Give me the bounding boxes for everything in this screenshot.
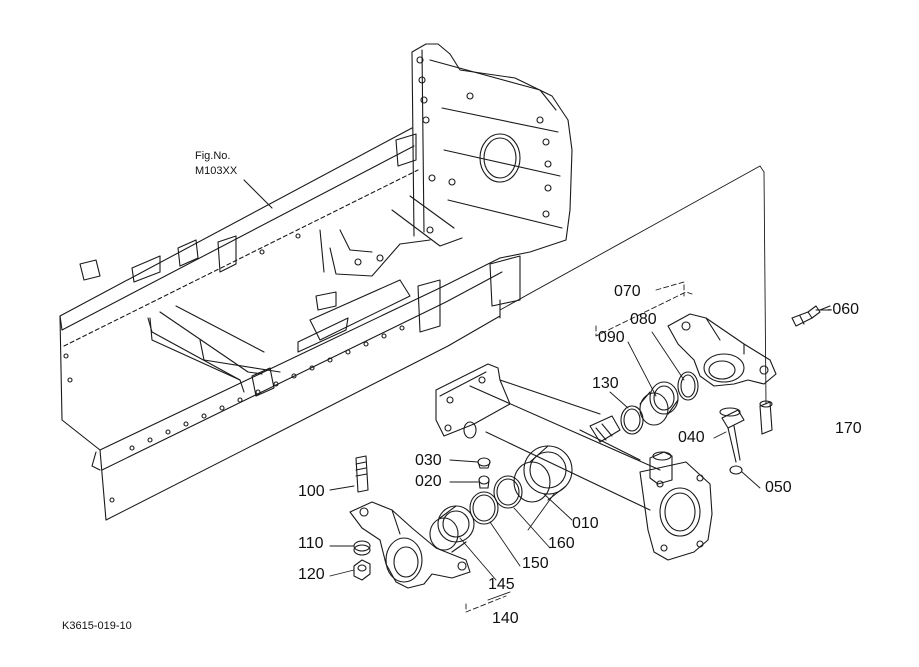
grouping-lines	[465, 165, 767, 613]
part-130-o-ring	[620, 405, 644, 435]
label-part-100: 100	[298, 483, 325, 500]
part-110-washer	[353, 540, 371, 556]
drawing-code: K3615-019-10	[62, 620, 132, 632]
figure-ref-line2: M103XX	[195, 165, 238, 177]
part-010-bushing-left	[513, 445, 573, 503]
part-010-axle-housing	[435, 363, 713, 561]
part-020-plug	[478, 475, 490, 489]
part-040-plug	[719, 407, 745, 463]
label-part-040: 040	[678, 429, 705, 446]
part-140-bracket	[349, 501, 471, 589]
fig-ref-leader	[243, 179, 273, 209]
part-160-o-ring	[493, 475, 523, 509]
label-part-010: 010	[572, 515, 599, 532]
figure-ref-line1: Fig.No.	[195, 150, 231, 162]
leader-lines	[329, 309, 831, 581]
part-170-bolt	[759, 400, 773, 435]
part-150-ring	[469, 491, 499, 525]
part-060-grease-nipple	[791, 305, 831, 327]
label-part-110: 110	[298, 535, 324, 552]
label-part-150: 150	[522, 555, 549, 572]
part-100-stud	[355, 455, 369, 493]
label-part-120: 120	[298, 566, 325, 583]
part-070-bracket	[667, 313, 777, 387]
label-part-050: 050	[765, 479, 792, 496]
label-part-080: 080	[630, 311, 657, 328]
part-050-o-ring	[729, 465, 743, 475]
label-part-130: 130	[592, 375, 619, 392]
part-080-ring	[677, 371, 699, 401]
label-part-020: 020	[415, 473, 442, 490]
part-120-nut	[353, 559, 371, 581]
label-part-140: 140	[492, 610, 519, 627]
part-145-bushing	[429, 505, 475, 553]
label-part-030: 030	[415, 452, 442, 469]
label-part-160: 160	[548, 535, 575, 552]
label-part-145: 145	[488, 576, 515, 593]
part-030-seal	[477, 457, 491, 469]
part-090-bushing	[639, 381, 679, 426]
label-part-070: 070	[614, 283, 641, 300]
label-part-090: 090	[598, 329, 625, 346]
label-part-060: -060	[827, 301, 860, 318]
label-part-170: 170	[835, 420, 862, 437]
tractor-frame	[59, 43, 573, 521]
